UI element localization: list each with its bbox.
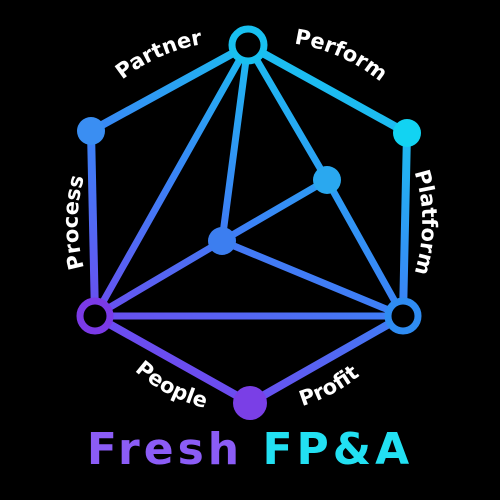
- edge-top-center: [218, 41, 252, 245]
- node-inner-right: [313, 166, 341, 194]
- node-bottom: [233, 386, 267, 420]
- edge-people: [91, 312, 254, 407]
- brand-word-fpa: FP&A: [262, 424, 414, 475]
- node-lower-left-ring: [76, 297, 114, 335]
- edge-top-left: [91, 41, 252, 320]
- edge-center-left: [91, 237, 226, 320]
- node-center: [208, 227, 236, 255]
- edge-inner-right-right: [323, 176, 407, 320]
- label-people: People: [131, 356, 210, 413]
- nodes: [76, 25, 422, 420]
- hexagon-edges: [87, 41, 411, 407]
- node-top-ring: [228, 25, 268, 65]
- edge-perform: [244, 41, 411, 137]
- label-process: Process: [59, 173, 89, 273]
- node-upper-right: [393, 119, 421, 147]
- edge-inner-right-center: [218, 176, 331, 245]
- edge-platform: [399, 129, 411, 320]
- edge-center-right: [218, 237, 407, 320]
- inner-network-edges: [91, 41, 407, 320]
- brand-wordmark: Fresh FP&A: [0, 420, 500, 480]
- node-lower-right-ring: [384, 297, 422, 335]
- edge-partner: [87, 41, 252, 135]
- node-upper-left: [77, 117, 105, 145]
- label-platform: Platform: [410, 167, 442, 278]
- edge-process: [87, 127, 99, 320]
- brand-word-fresh: Fresh: [86, 424, 244, 475]
- edge-top-inner-right: [244, 41, 331, 184]
- edge-profit: [246, 312, 407, 407]
